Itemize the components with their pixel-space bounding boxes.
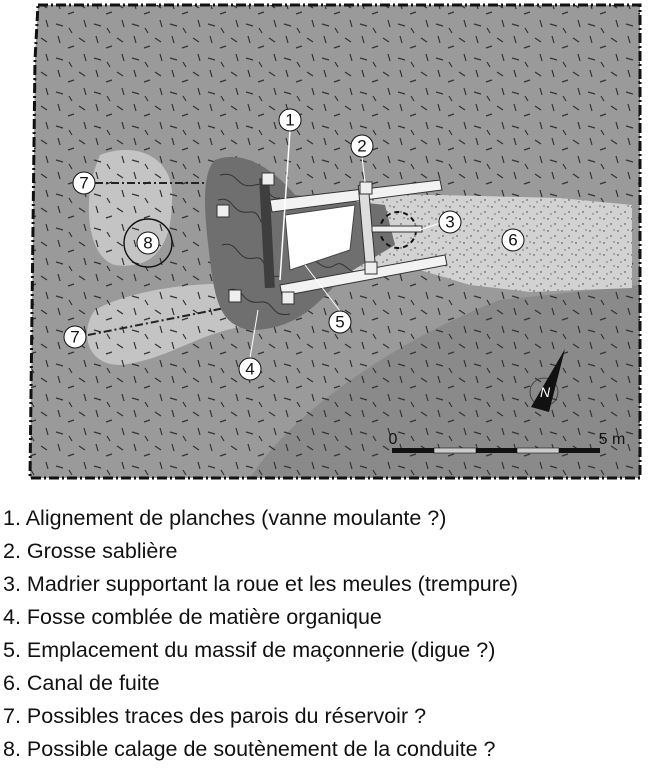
callouts: 1 2 3 4 5 6 7 7 8 bbox=[63, 108, 525, 381]
legend-item: 1. Alignement de planches (vanne moulant… bbox=[3, 506, 447, 530]
legend-item: 7. Possibles traces des parois du réserv… bbox=[3, 704, 427, 728]
callout-4: 4 bbox=[238, 309, 262, 381]
svg-text:6: 6 bbox=[508, 231, 517, 250]
svg-text:5 m: 5 m bbox=[599, 431, 626, 448]
svg-text:1: 1 bbox=[285, 111, 294, 130]
legend-item: 5. Emplacement du massif de maçonnerie (… bbox=[3, 638, 496, 662]
callout-7a: 7 bbox=[72, 171, 96, 195]
legend-item: 2. Grosse sablière bbox=[3, 539, 178, 563]
svg-text:7: 7 bbox=[70, 328, 79, 347]
svg-text:4: 4 bbox=[245, 360, 254, 379]
callout-7b: 7 bbox=[63, 325, 87, 349]
wooden-structure bbox=[216, 129, 448, 305]
callout-8: 8 bbox=[136, 231, 160, 255]
callout-3: 3 bbox=[419, 210, 462, 234]
legend-item: 3. Madrier supportant la roue et les meu… bbox=[3, 572, 519, 596]
legend-item: 4. Fosse comblée de matière organique bbox=[3, 605, 382, 629]
svg-text:2: 2 bbox=[357, 137, 366, 156]
svg-text:N: N bbox=[540, 384, 551, 400]
svg-text:7: 7 bbox=[79, 174, 88, 193]
legend: 1. Alignement de planches (vanne moulant… bbox=[3, 502, 518, 766]
callout-5: 5 bbox=[304, 264, 352, 334]
site-plan: 1 2 3 4 5 6 7 7 8 N 0 5 m bbox=[28, 3, 642, 480]
scale-bar: 0 5 m bbox=[389, 431, 626, 454]
callout-6: 6 bbox=[501, 228, 525, 252]
svg-text:0: 0 bbox=[389, 431, 398, 448]
svg-text:8: 8 bbox=[143, 234, 152, 253]
legend-item: 6. Canal de fuite bbox=[3, 671, 160, 695]
legend-item: 8. Possible calage de soutènement de la … bbox=[3, 737, 496, 761]
north-arrow: N bbox=[529, 349, 565, 412]
svg-text:3: 3 bbox=[445, 213, 454, 232]
callout-2: 2 bbox=[350, 134, 374, 183]
callout-1: 1 bbox=[278, 108, 302, 132]
svg-text:5: 5 bbox=[335, 313, 344, 332]
